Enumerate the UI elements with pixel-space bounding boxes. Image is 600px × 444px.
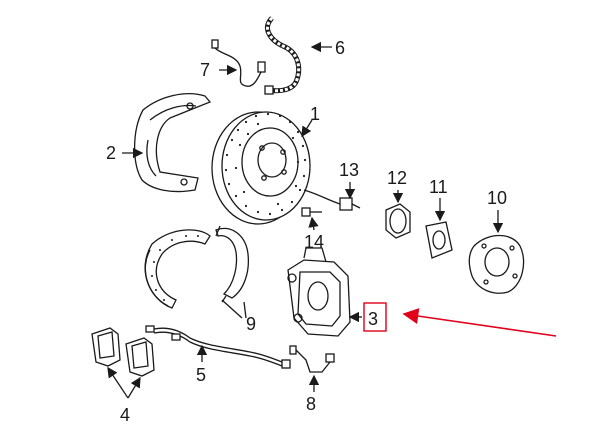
highlight-box (363, 302, 387, 332)
brake-hose-part (264, 16, 302, 95)
callout-12: 12 (387, 168, 407, 188)
callout-2: 2 (106, 143, 116, 163)
callout-3: 3 (368, 309, 378, 329)
callout-6: 6 (335, 38, 345, 58)
callout-7: 7 (200, 60, 210, 80)
callout-1: 1 (310, 104, 320, 124)
callout-10: 10 (487, 188, 507, 208)
callout-14: 14 (304, 232, 324, 252)
callout-13: 13 (339, 160, 359, 180)
wheel-hub-part (468, 210, 525, 294)
brake-line-part (145, 325, 291, 369)
wear-sensor-part (211, 39, 266, 87)
callout-8: 8 (306, 394, 316, 414)
abs-sensor-part (303, 182, 361, 211)
brake-shoes-part (144, 225, 250, 319)
wheel-bearing-part (385, 190, 411, 239)
brake-caliper-part (287, 247, 362, 337)
splash-shield-part (134, 93, 212, 193)
callout-5: 5 (196, 365, 206, 385)
callout-11: 11 (429, 177, 448, 197)
caliper-hose-part (289, 345, 335, 392)
brake-rotor-part (211, 111, 311, 225)
backing-plate-part (425, 198, 453, 259)
callout-4: 4 (120, 405, 130, 425)
highlight-pointer-arrow (402, 308, 557, 337)
bolt-part (301, 207, 322, 231)
brake-pads-part (91, 327, 155, 399)
callout-9: 9 (246, 314, 256, 334)
